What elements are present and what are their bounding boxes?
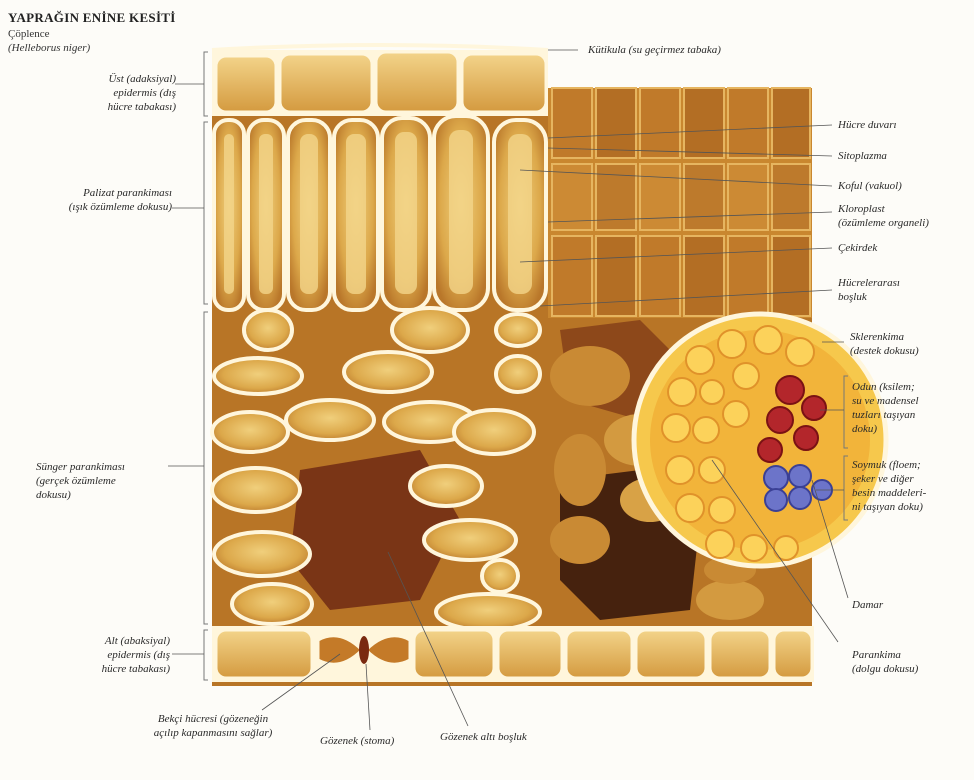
- palisade-3d-face: [552, 88, 810, 316]
- label-cell-wall: Hücre duvarı: [838, 118, 897, 132]
- label-substomatal-cavity: Gözenek altı boşluk: [440, 730, 527, 744]
- label-parenchyma: Parankima (dolgu dokusu): [852, 648, 918, 676]
- label-guard-cell: Bekçi hücresi (gözeneğin açılıp kapanmas…: [118, 712, 308, 740]
- label-sclerenchyma: Sklerenkima (destek dokusu): [850, 330, 919, 358]
- upper-epidermis: [212, 45, 548, 116]
- label-palisade: Palizat parankiması (ışık özümleme dokus…: [18, 186, 172, 214]
- label-kutikula: Kütikula (su geçirmez tabaka): [588, 43, 721, 57]
- label-vein: Damar: [852, 598, 883, 612]
- label-lower-epidermis: Alt (abaksiyal) epidermis (dış hücre tab…: [40, 634, 170, 676]
- label-nucleus: Çekirdek: [838, 241, 877, 255]
- label-upper-epidermis: Üst (adaksiyal) epidermis (dış hücre tab…: [40, 72, 176, 114]
- label-vacuole: Koful (vakuol): [838, 179, 902, 193]
- label-chloroplast: Kloroplast (özümleme organeli): [838, 202, 929, 230]
- label-cytoplasm: Sitoplazma: [838, 149, 887, 163]
- label-phloem: Soymuk (floem; şeker ve diğer besin madd…: [852, 458, 926, 514]
- palisade-cells: [214, 116, 546, 310]
- label-stoma: Gözenek (stoma): [320, 734, 394, 748]
- vascular-bundle: [634, 314, 886, 566]
- label-spongy: Sünger parankiması (gerçek özümleme doku…: [36, 460, 166, 502]
- lower-epidermis: [212, 626, 814, 682]
- label-intercellular-space: Hücrelerarası boşluk: [838, 276, 900, 304]
- label-xylem: Odun (ksilem; su ve madensel tuzları taş…: [852, 380, 919, 436]
